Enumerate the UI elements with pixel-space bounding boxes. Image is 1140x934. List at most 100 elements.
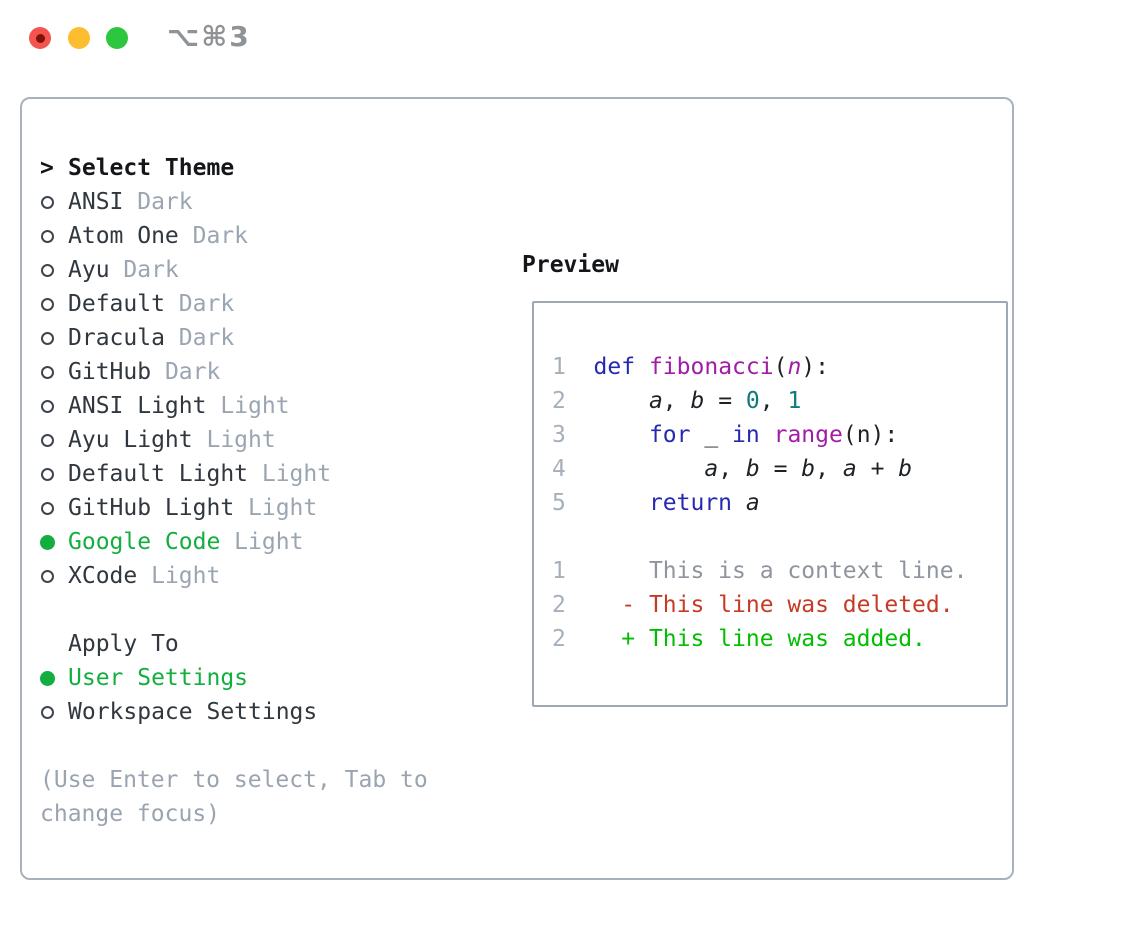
- theme-option-github[interactable]: GitHub Dark: [40, 355, 480, 389]
- theme-option-default-light[interactable]: Default Light Light: [40, 457, 480, 491]
- code-token: n: [787, 354, 802, 380]
- code-token: [594, 490, 649, 516]
- option-variant: Light: [220, 529, 304, 555]
- code-token: (n):: [842, 422, 899, 448]
- line-number: 5: [552, 490, 594, 516]
- option-variant: Dark: [123, 189, 193, 215]
- code-token: def: [593, 354, 636, 380]
- theme-option-atom-one[interactable]: Atom One Dark: [40, 219, 480, 253]
- option-name: GitHub Light: [68, 495, 235, 521]
- radio-dot: [41, 297, 54, 311]
- theme-option-ayu[interactable]: Ayu Dark: [40, 253, 480, 287]
- preview-line: 3 for _ in range(n):: [552, 418, 1006, 452]
- line-number: 4: [552, 456, 594, 482]
- select-theme-header: > Select Theme: [40, 151, 480, 185]
- option-name: Default Light: [68, 461, 249, 487]
- code-token: range: [773, 422, 843, 448]
- theme-option-ansi[interactable]: ANSI Dark: [40, 185, 480, 219]
- radio-dot: [40, 534, 55, 550]
- code-token: =: [704, 388, 746, 414]
- preview-line: 5 return a: [552, 486, 1006, 520]
- code-token: 0: [745, 388, 760, 414]
- code-token: ,: [662, 388, 691, 414]
- apply-to-label: Apply To: [68, 631, 179, 657]
- theme-option-ansi-light[interactable]: ANSI Light Light: [40, 389, 480, 423]
- code-token: ,: [759, 388, 788, 414]
- theme-option-github-light[interactable]: GitHub Light Light: [40, 491, 480, 525]
- option-variant: Dark: [164, 291, 235, 317]
- radio-icon: [40, 331, 68, 345]
- zoom-window-icon[interactable]: [106, 27, 128, 49]
- option-name: Ayu Light: [68, 427, 193, 453]
- radio-icon: [40, 433, 68, 447]
- code-token: [594, 626, 622, 652]
- option-name: Workspace Settings: [68, 699, 318, 725]
- option-variant: Dark: [109, 257, 179, 283]
- radio-dot: [40, 670, 55, 686]
- code-token: [732, 490, 746, 516]
- code-token: a: [842, 456, 857, 482]
- code-token: =: [759, 456, 802, 482]
- radio-dot: [41, 433, 54, 447]
- code-token: _: [690, 422, 733, 448]
- code-token: for: [648, 422, 691, 448]
- radio-dot: [41, 229, 54, 243]
- code-token: b: [745, 456, 760, 482]
- option-name: Ayu: [68, 257, 110, 283]
- theme-option-ayu-light[interactable]: Ayu Light Light: [40, 423, 480, 457]
- preview-line: 1 This is a context line.: [552, 554, 1006, 588]
- close-window-icon[interactable]: [29, 27, 51, 49]
- preview-blank-line: [552, 520, 1006, 554]
- code-token: b: [898, 456, 913, 482]
- preview-line: 1 def fibonacci(n):: [552, 350, 1006, 384]
- code-token: ,: [815, 456, 843, 482]
- theme-option-google-code[interactable]: Google Code Light: [40, 525, 480, 559]
- preview-line: 2 a, b = 0, 1: [552, 384, 1006, 418]
- option-name: Dracula: [68, 325, 165, 351]
- minimize-window-icon[interactable]: [68, 27, 90, 49]
- preview-line: 2 + This line was added.: [552, 622, 1006, 656]
- theme-option-dracula[interactable]: Dracula Dark: [40, 321, 480, 355]
- line-number: 2: [552, 388, 594, 414]
- radio-icon: [40, 297, 68, 311]
- theme-option-default[interactable]: Default Dark: [40, 287, 480, 321]
- apply-option-user-settings[interactable]: User Settings: [40, 661, 480, 695]
- code-token: This is a context line.: [648, 558, 968, 584]
- spacer: [40, 729, 480, 763]
- option-variant: Dark: [164, 325, 235, 351]
- apply-option-workspace-settings[interactable]: Workspace Settings: [40, 695, 480, 729]
- radio-dot: [41, 331, 54, 345]
- radio-icon: [40, 705, 68, 719]
- radio-dot: [41, 705, 54, 719]
- theme-option-xcode[interactable]: XCode Light: [40, 559, 480, 593]
- radio-icon: [40, 467, 68, 481]
- code-token: + This line was added.: [621, 626, 926, 652]
- radio-icon: [40, 365, 68, 379]
- code-token: b: [801, 456, 816, 482]
- code-token: [594, 592, 622, 618]
- radio-dot: [41, 365, 54, 379]
- preview-label: Preview: [522, 252, 619, 278]
- option-variant: Dark: [178, 223, 249, 249]
- line-number: 3: [552, 422, 594, 448]
- code-token: return: [648, 490, 733, 516]
- help-hint-line-1: (Use Enter to select, Tab to: [40, 767, 428, 793]
- select-theme-label: Select Theme: [68, 155, 235, 181]
- radio-icon: [40, 263, 68, 277]
- radio-selected-icon: [40, 534, 68, 550]
- code-token: (: [773, 354, 788, 380]
- line-number: 2: [552, 626, 594, 652]
- radio-dot: [41, 263, 54, 277]
- code-token: [635, 354, 649, 380]
- radio-dot: [41, 467, 54, 481]
- prompt-icon: >: [40, 155, 54, 181]
- code-token: [594, 388, 649, 414]
- option-name: ANSI Light: [68, 393, 207, 419]
- option-variant: Light: [234, 495, 318, 521]
- option-variant: Light: [192, 427, 276, 453]
- code-token: - This line was deleted.: [621, 592, 954, 618]
